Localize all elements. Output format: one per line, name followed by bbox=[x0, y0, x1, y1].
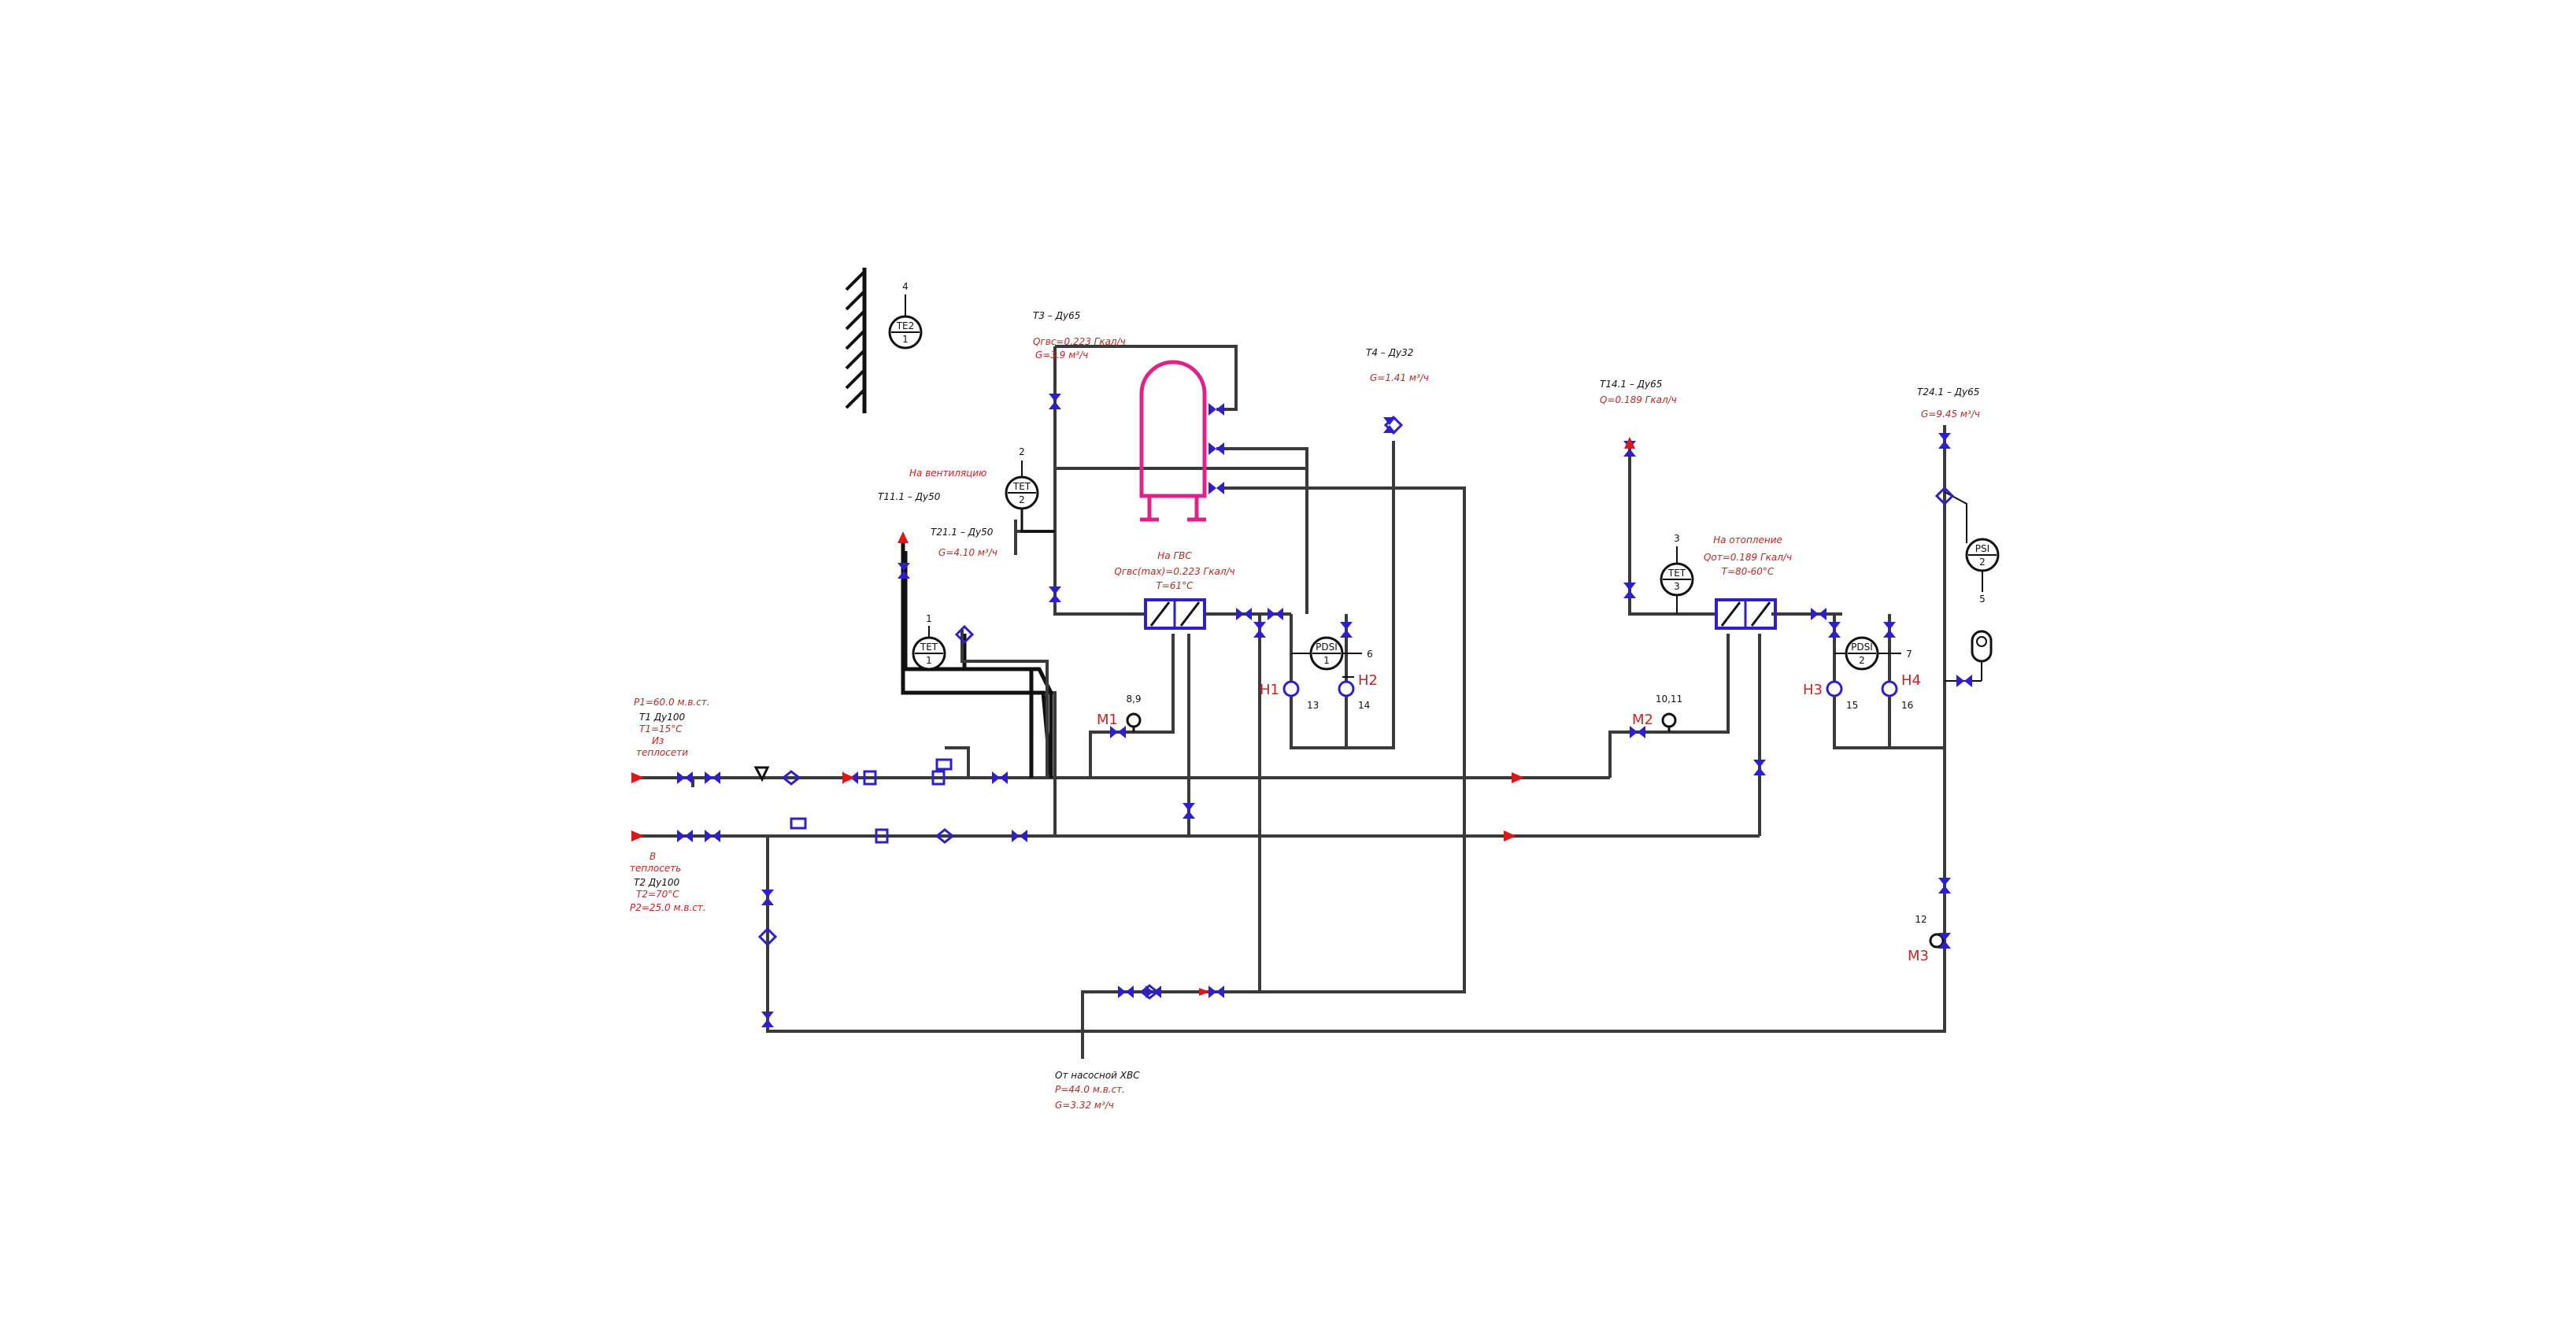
label-out-to1: В bbox=[650, 851, 656, 862]
te2-sub: 1 bbox=[902, 334, 909, 345]
label-t141-q: Q=0.189 Гкал/ч bbox=[1600, 394, 1677, 405]
psi2-tag: 5 bbox=[1979, 594, 1986, 605]
label-in-p: P1=60.0 м.в.ст. bbox=[634, 697, 710, 708]
label-cold-g: G=3.32 м³/ч bbox=[1055, 1100, 1114, 1111]
instrument-tet1: ТЕТ 1 1 bbox=[912, 613, 946, 671]
tag-12: 12 bbox=[1915, 914, 1926, 925]
label-t241: Т24.1 – Ду65 bbox=[1917, 387, 1979, 398]
expansion-vessel-icon bbox=[1945, 630, 1993, 687]
label-in-from1: Из bbox=[652, 735, 664, 746]
motor-valve-m1: М1 8,9 bbox=[1097, 694, 1142, 732]
label-t111: Т11.1 – Ду50 bbox=[878, 491, 941, 502]
label-out-temp: T2=70°С bbox=[636, 889, 679, 900]
instrument-psi2: PSI 2 5 bbox=[1944, 491, 2000, 605]
pump-h2-label: Н2 bbox=[1358, 672, 1378, 689]
tet1-tag: 1 bbox=[926, 613, 932, 624]
label-t141: Т14.1 – Ду65 bbox=[1600, 379, 1662, 390]
tet1-sub: 1 bbox=[926, 655, 932, 666]
tag-16: 16 bbox=[1901, 700, 1913, 711]
label-in-from2: теплосети bbox=[636, 747, 688, 758]
pump-h3: Н3 15 bbox=[1803, 680, 1858, 711]
pdsi2-sub: 2 bbox=[1859, 655, 1865, 666]
motor-m1-label: М1 bbox=[1097, 712, 1118, 728]
pump-h1: Н1 13 bbox=[1260, 680, 1319, 711]
pdsi1-name: PDSI bbox=[1316, 642, 1338, 653]
instrument-pdsi1: PDSI 1 6 bbox=[1291, 636, 1373, 678]
label-t3-g: G=3.9 м³/ч bbox=[1035, 350, 1088, 361]
label-t3-q: Qгвс=0.223 Гкал/ч bbox=[1033, 336, 1126, 347]
label-vent: На вентиляцию bbox=[909, 468, 986, 479]
label-out-t2: Т2 Ду100 bbox=[634, 877, 680, 888]
pdsi2-name: PDSI bbox=[1851, 642, 1873, 653]
wall-hatch bbox=[845, 268, 867, 413]
psi2-name: PSI bbox=[1975, 543, 1989, 554]
label-in-temp: T1=15°С bbox=[639, 723, 683, 734]
tet1-name: ТЕТ bbox=[920, 642, 938, 653]
tet3-sub: 3 bbox=[1674, 581, 1680, 592]
tet2-name: ТЕТ bbox=[1012, 481, 1031, 492]
pump-h3-label: Н3 bbox=[1803, 682, 1823, 698]
label-out-to2: теплосеть bbox=[630, 863, 681, 874]
pdsi1-sub: 1 bbox=[1323, 655, 1330, 666]
instrument-tet2: ТЕТ 2 2 bbox=[1005, 446, 1055, 533]
labels: Т3 – Ду65 Qгвс=0.223 Гкал/ч G=3.9 м³/ч Т… bbox=[630, 310, 1980, 1111]
label-in-t1: Т1 Ду100 bbox=[639, 712, 686, 723]
flow-arrows bbox=[631, 437, 1635, 996]
hot-water-tank bbox=[1139, 360, 1207, 522]
pump-h4-label: Н4 bbox=[1901, 672, 1921, 689]
pipelines bbox=[638, 345, 1946, 1059]
tet3-tag: 3 bbox=[1674, 533, 1680, 544]
instrument-tet3: ТЕТ 3 3 bbox=[1660, 533, 1694, 614]
instrument-te2: ТЕ2 1 4 bbox=[888, 281, 923, 350]
pump-h2: Н2 14 bbox=[1338, 672, 1378, 711]
label-gvs-t: T=61°C bbox=[1156, 580, 1194, 591]
label-t241-g: G=9.45 м³/ч bbox=[1921, 409, 1980, 420]
tet2-tag: 2 bbox=[1019, 446, 1025, 457]
label-cold-title: От насосной ХВС bbox=[1055, 1070, 1140, 1081]
valves bbox=[677, 394, 1951, 1027]
label-heat-title: На отопление bbox=[1713, 535, 1782, 546]
instrument-pdsi2: PDSI 2 7 bbox=[1834, 636, 1912, 671]
pump-h4: Н4 16 bbox=[1881, 672, 1921, 711]
motor-valve-m3: М3 12 bbox=[1908, 914, 1951, 964]
label-t211-g: G=4.10 м³/ч bbox=[938, 547, 997, 558]
tet3-name: ТЕТ bbox=[1667, 568, 1686, 579]
te2-name: ТЕ2 bbox=[896, 320, 915, 331]
label-cold-p: P=44.0 м.в.ст. bbox=[1055, 1084, 1125, 1095]
motor-m3-label: М3 bbox=[1908, 948, 1929, 964]
motor-valve-m2: М2 10,11 bbox=[1632, 694, 1682, 732]
tag-1011: 10,11 bbox=[1656, 694, 1682, 705]
heat-exchanger-heating bbox=[1715, 598, 1777, 630]
label-gvs-q: Qгвс(max)=0.223 Гкал/ч bbox=[1114, 566, 1234, 577]
fittings bbox=[753, 415, 1955, 1000]
pdsi1-tag: 6 bbox=[1367, 649, 1373, 660]
label-heat-t: T=80-60°С bbox=[1722, 566, 1775, 577]
label-t3: Т3 – Ду65 bbox=[1033, 310, 1080, 321]
label-t211: Т21.1 – Ду50 bbox=[931, 527, 994, 538]
tag-89: 8,9 bbox=[1126, 694, 1141, 705]
tag-14: 14 bbox=[1358, 700, 1370, 711]
label-heat-q: Qот=0.189 Гкал/ч bbox=[1704, 552, 1792, 563]
pdsi2-tag: 7 bbox=[1906, 649, 1912, 660]
heat-exchanger-gvs bbox=[1144, 598, 1206, 630]
tag-15: 15 bbox=[1846, 700, 1858, 711]
motor-m2-label: М2 bbox=[1632, 712, 1653, 728]
te2-tag: 4 bbox=[902, 281, 909, 292]
pump-h1-label: Н1 bbox=[1260, 682, 1279, 698]
label-gvs-title: На ГВС bbox=[1157, 550, 1192, 561]
psi2-sub: 2 bbox=[1979, 557, 1986, 568]
label-t4: Т4 – Ду32 bbox=[1366, 347, 1413, 358]
label-out-p: P2=25.0 м.в.ст. bbox=[630, 902, 706, 913]
label-t4-g: G=1.41 м³/ч bbox=[1370, 372, 1429, 383]
tag-13: 13 bbox=[1307, 700, 1319, 711]
tet2-sub: 2 bbox=[1019, 494, 1025, 505]
